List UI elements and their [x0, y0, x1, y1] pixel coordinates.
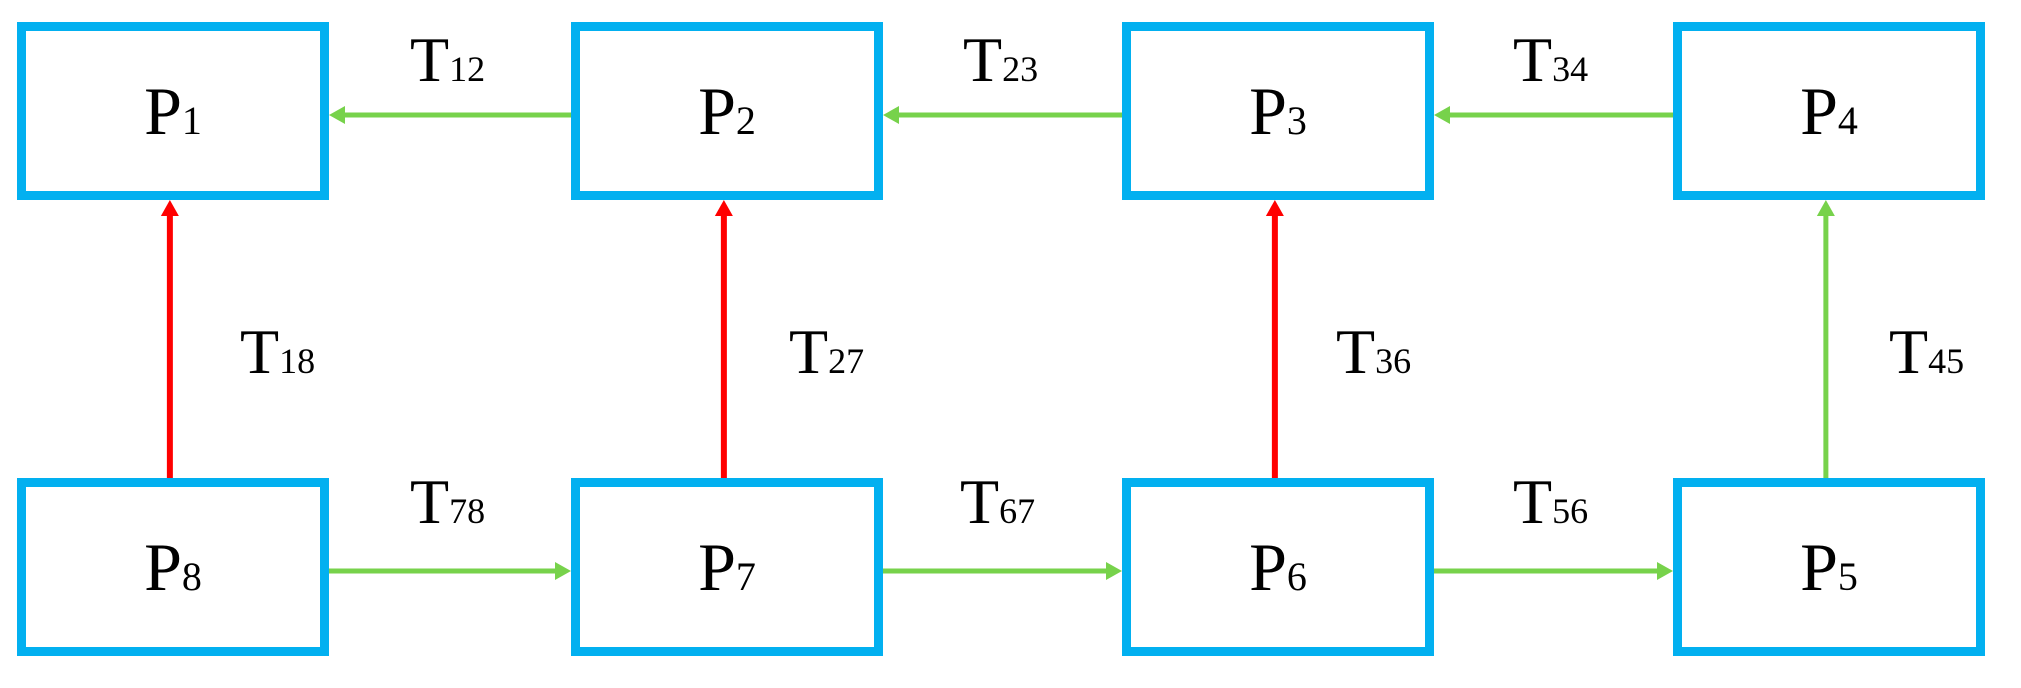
arrowhead: [883, 106, 899, 124]
arrowhead: [1265, 200, 1284, 216]
arrow-t45: [1816, 200, 1835, 478]
node-p1: P1: [17, 22, 329, 200]
arrowhead: [160, 200, 179, 216]
arrowhead: [555, 562, 571, 580]
node-label-p6: P6: [1249, 529, 1307, 605]
node-label-p1: P1: [144, 73, 202, 149]
node-label-p8: P8: [144, 529, 202, 605]
node-p5: P5: [1673, 478, 1985, 656]
node-label-p5: P5: [1800, 529, 1858, 605]
node-p7: P7: [571, 478, 883, 656]
arrow-t34: [1434, 106, 1673, 124]
edge-label-t12: T12: [410, 24, 486, 95]
arrowhead: [714, 200, 733, 216]
arrow-t18: [160, 200, 179, 478]
arrow-t78: [329, 562, 571, 580]
arrow-t23: [883, 106, 1122, 124]
node-label-p2: P2: [698, 73, 756, 149]
node-p2: P2: [571, 22, 883, 200]
edge-label-t23: T23: [963, 24, 1039, 95]
node-p6: P6: [1122, 478, 1434, 656]
node-p3: P3: [1122, 22, 1434, 200]
edge-label-t56: T56: [1513, 466, 1589, 537]
arrow-t56: [1434, 562, 1673, 580]
edge-label-t45: T45: [1889, 316, 1965, 387]
edge-label-t78: T78: [410, 466, 486, 537]
node-label-p7: P7: [698, 529, 756, 605]
arrow-t67: [883, 562, 1122, 580]
node-p4: P4: [1673, 22, 1985, 200]
arrowhead: [1106, 562, 1122, 580]
arrowhead: [1657, 562, 1673, 580]
edge-label-t27: T27: [789, 316, 865, 387]
edge-label-t67: T67: [960, 466, 1036, 537]
node-p8: P8: [17, 478, 329, 656]
node-label-p3: P3: [1249, 73, 1307, 149]
arrowhead: [1816, 200, 1835, 216]
arrow-t12: [329, 106, 571, 124]
edge-label-t18: T18: [240, 316, 316, 387]
arrowhead: [329, 106, 345, 124]
edge-label-t36: T36: [1336, 316, 1412, 387]
edge-label-t34: T34: [1513, 24, 1589, 95]
arrow-t36: [1265, 200, 1284, 478]
arrowhead: [1434, 106, 1450, 124]
node-label-p4: P4: [1800, 73, 1858, 149]
arrow-t27: [714, 200, 733, 478]
